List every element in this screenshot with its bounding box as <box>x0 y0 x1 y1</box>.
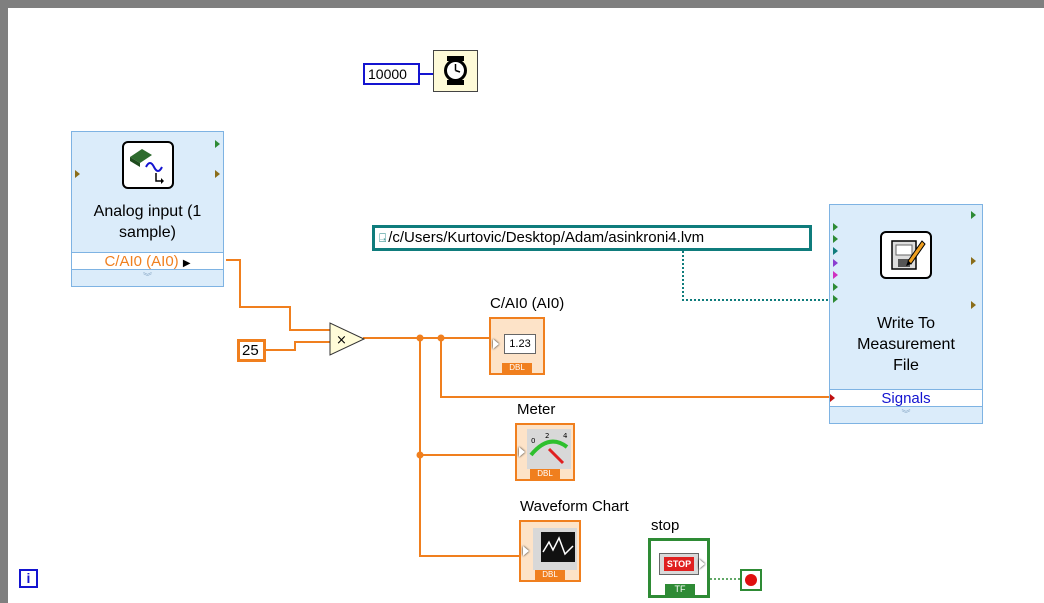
stop-button-control[interactable]: STOP TF <box>648 538 710 598</box>
wire-product-to-signals <box>440 338 829 398</box>
write-file-icon <box>880 231 932 279</box>
terminal-arrow-icon: ▶ <box>182 258 191 269</box>
wait-timer-node[interactable] <box>433 50 478 92</box>
svg-text:4: 4 <box>563 432 568 440</box>
iteration-info-icon[interactable]: i <box>19 569 38 588</box>
expand-chevron-icon[interactable]: ︾ <box>142 272 152 282</box>
wire-ai-to-multiply <box>226 259 330 331</box>
input-arrow-icon <box>519 447 525 457</box>
output-arrow-icon <box>215 140 220 148</box>
terminal-label: Signals <box>881 390 931 407</box>
meter-label: Meter <box>517 401 556 418</box>
file-path-constant[interactable]: ⍈/c/Users/Kurtovic/Desktop/Adam/asinkron… <box>372 225 812 251</box>
wire-product-to-meter <box>419 338 520 557</box>
loop-condition-terminal[interactable] <box>740 569 762 591</box>
stop-button[interactable]: STOP <box>659 553 699 575</box>
type-badge: DBL <box>530 469 560 479</box>
output-arrow-icon <box>215 170 220 178</box>
wait-time-constant[interactable]: 10000 <box>363 63 420 85</box>
numeric-indicator-label: C/AI0 (AI0) <box>490 295 565 312</box>
stopwatch-icon <box>444 56 467 85</box>
stop-button-text: STOP <box>664 557 694 571</box>
daq-assistant-icon <box>122 141 174 189</box>
svg-text:0: 0 <box>531 437 535 445</box>
type-badge: DBL <box>502 363 532 373</box>
input-arrow-icon <box>75 170 80 178</box>
analog-input-title: Analog input (1 sample) <box>93 203 202 241</box>
chart-icon <box>533 528 577 570</box>
svg-text:×: × <box>336 333 347 348</box>
path-icon: ⍈ <box>379 231 387 245</box>
signals-terminal[interactable]: Signals <box>830 389 982 407</box>
output-terminals <box>971 211 979 311</box>
input-arrow-icon <box>493 339 499 349</box>
file-path-text: /c/Users/Kurtovic/Desktop/Adam/asinkroni… <box>388 229 705 246</box>
waveform-chart-indicator[interactable]: DBL <box>519 520 581 582</box>
multiply-node: × <box>329 322 366 356</box>
terminal-label: C/AI0 (AI0) <box>104 253 179 270</box>
svg-text:2: 2 <box>545 432 549 440</box>
input-arrow-icon <box>523 546 529 556</box>
analog-input-express-vi[interactable]: Analog input (1 sample) C/AI0 (AI0) ▶ ︾ <box>71 131 224 287</box>
type-badge: TF <box>665 584 695 595</box>
input-terminals <box>833 223 843 323</box>
stop-label: stop <box>651 517 680 534</box>
wire-path-to-file <box>682 251 829 301</box>
type-badge: DBL <box>535 570 565 580</box>
write-measurement-file-express-vi[interactable]: Write To Measurement File Signals ︾ <box>829 204 983 424</box>
wire-const-to-multiply <box>266 341 330 351</box>
waveform-chart-label: Waveform Chart <box>520 498 629 515</box>
numeric-display: 1.23 <box>504 334 536 354</box>
numeric-indicator[interactable]: 1.23 DBL <box>489 317 545 375</box>
write-file-title: Write To Measurement File <box>857 315 955 374</box>
terminal-arrow-icon <box>830 394 835 402</box>
meter-indicator[interactable]: 0 2 4 DBL <box>515 423 575 481</box>
meter-gauge-icon: 0 2 4 <box>527 429 571 469</box>
analog-input-terminal[interactable]: C/AI0 (AI0) ▶ <box>72 252 223 270</box>
expand-chevron-icon[interactable]: ︾ <box>901 409 911 419</box>
multiplier-constant[interactable]: 25 <box>237 339 266 362</box>
output-arrow-icon <box>699 559 705 569</box>
